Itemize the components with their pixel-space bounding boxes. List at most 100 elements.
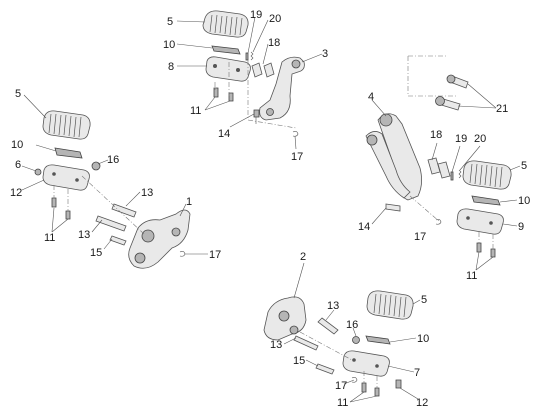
hole-icon xyxy=(213,64,217,68)
callout-13: 13 xyxy=(270,339,282,351)
pin-15-left xyxy=(109,235,127,246)
rubber-pad-left xyxy=(42,110,91,140)
callout-18: 18 xyxy=(268,37,280,49)
leader-lines xyxy=(21,16,521,403)
bolt-11-left-a xyxy=(51,197,57,208)
spring-20-top xyxy=(250,51,254,61)
callout-3: 3 xyxy=(322,48,328,60)
callout-20: 20 xyxy=(474,133,486,145)
washer-6-left xyxy=(34,168,42,176)
pivot-icon xyxy=(171,227,181,237)
callout-11: 11 xyxy=(190,105,201,117)
clip-17-right xyxy=(435,219,442,225)
damper-plate-left xyxy=(54,147,83,159)
callout-13: 13 xyxy=(327,300,339,312)
rubber-pad-right xyxy=(462,160,512,190)
nut-16-bottom xyxy=(352,336,360,344)
callout-16: 16 xyxy=(107,154,119,166)
callout-5: 5 xyxy=(167,16,173,28)
bottom-footrest-assembly xyxy=(263,290,414,397)
bolt-11-bottom-b xyxy=(374,387,380,397)
callout-6: 6 xyxy=(15,159,21,171)
rubber-pad-top xyxy=(202,10,249,38)
damper-plate-right xyxy=(471,195,501,206)
callout-7: 7 xyxy=(414,367,420,379)
callout-17: 17 xyxy=(209,249,221,261)
footrest-body-9 xyxy=(456,208,504,235)
clip-17-top xyxy=(292,131,299,137)
clip-17-left xyxy=(179,251,186,257)
callout-15: 15 xyxy=(293,355,305,367)
pivot-icon xyxy=(134,252,146,264)
bolt-12-bottom xyxy=(395,379,402,389)
callout-labels: 5 10 8 19 20 18 3 11 14 17 5 10 6 12 16 … xyxy=(10,9,530,409)
pin-15-bottom xyxy=(315,363,335,375)
hole-icon xyxy=(466,216,470,220)
callout-10: 10 xyxy=(163,39,175,51)
pin-19-top xyxy=(245,52,249,61)
callout-21: 21 xyxy=(496,103,508,115)
bolt-head-icon xyxy=(446,74,456,84)
callout-2: 2 xyxy=(300,251,306,263)
hole-icon xyxy=(75,178,79,182)
nut-16-left xyxy=(91,161,101,171)
callout-18: 18 xyxy=(430,129,442,141)
hole-icon xyxy=(352,358,356,362)
footrest-body-8 xyxy=(205,56,251,82)
pivot-icon xyxy=(266,108,274,116)
pivot-icon xyxy=(366,134,378,146)
bolt-11-left-b xyxy=(65,210,71,220)
callout-1: 1 xyxy=(186,196,192,208)
support-arm-3 xyxy=(259,56,305,121)
callout-19: 19 xyxy=(250,9,262,21)
callout-11: 11 xyxy=(337,397,348,409)
callout-14: 14 xyxy=(358,221,370,233)
footrest-body-left xyxy=(42,164,90,191)
callout-12: 12 xyxy=(10,187,22,199)
callout-5: 5 xyxy=(15,88,21,100)
hole-icon xyxy=(236,68,240,72)
callout-9: 9 xyxy=(518,221,524,233)
damper-plate-top xyxy=(211,45,241,55)
callout-17: 17 xyxy=(291,151,303,163)
bolt-14-right xyxy=(385,203,401,212)
bracket-1 xyxy=(128,209,191,269)
callout-5: 5 xyxy=(521,160,527,172)
lever-4-arm xyxy=(365,131,411,199)
callout-12: 12 xyxy=(416,397,428,409)
pivot-icon xyxy=(291,59,301,69)
bolt-13-bottom-b xyxy=(293,335,319,351)
callout-5: 5 xyxy=(421,294,427,306)
callout-17: 17 xyxy=(335,380,347,392)
callout-15: 15 xyxy=(90,247,102,259)
pin-19-right xyxy=(450,171,454,181)
pivot-icon xyxy=(289,325,299,335)
bolt-head-icon xyxy=(435,96,445,106)
callout-13: 13 xyxy=(141,187,153,199)
pivot-icon xyxy=(379,113,393,127)
bolt-11-right-b xyxy=(490,248,496,258)
hole-icon xyxy=(375,364,379,368)
bolt-11-bottom-a xyxy=(361,382,367,393)
bracket-18b-top xyxy=(263,62,275,78)
pivot-icon xyxy=(278,310,290,322)
bolt-11-right-a xyxy=(476,242,482,253)
bolt-14-top xyxy=(253,109,260,118)
right-footrest-assembly xyxy=(365,55,512,258)
callout-8: 8 xyxy=(168,61,174,73)
callout-11: 11 xyxy=(466,270,477,282)
callout-10: 10 xyxy=(417,333,429,345)
callout-16: 16 xyxy=(346,319,358,331)
callout-13: 13 xyxy=(78,229,90,241)
callout-20: 20 xyxy=(269,13,281,25)
callout-10: 10 xyxy=(11,139,23,151)
pivot-icon xyxy=(141,229,155,243)
bracket-18b-right xyxy=(437,161,451,179)
rubber-pad-bottom xyxy=(366,290,414,320)
bracket-18-top xyxy=(251,62,263,78)
damper-plate-bottom xyxy=(365,335,391,345)
callout-10: 10 xyxy=(518,195,530,207)
callout-17: 17 xyxy=(414,231,426,243)
bolt-13-left-a xyxy=(111,203,137,218)
